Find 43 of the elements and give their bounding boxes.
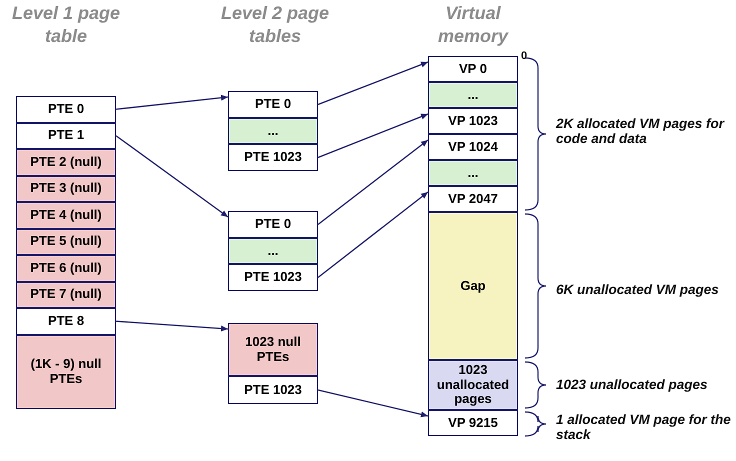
page-table-entry: PTE 1023 (228, 264, 318, 291)
page-table-entry: PTE 0 (228, 91, 318, 118)
page-table-entry: PTE 4 (null) (16, 202, 116, 228)
page-table-entry: ... (228, 118, 318, 144)
page-table-entry: PTE 7 (null) (16, 282, 116, 308)
brace-label: 1023 unallocated pages (556, 377, 709, 392)
page-table-entry: 1023 null PTEs (228, 323, 318, 376)
page-table-entry: ... (228, 238, 318, 264)
virtual-page: VP 1024 (428, 134, 518, 160)
virtual-page: VP 9215 (428, 410, 518, 436)
page-table-entry: PTE 1 (16, 122, 116, 149)
column-heading: Virtual memory (436, 2, 510, 48)
brace-label: 1 allocated VM page for the stack (556, 412, 732, 442)
virtual-page: VP 0 (428, 56, 518, 82)
arrow (116, 320, 228, 332)
column-heading: Level 2 page tables (220, 2, 330, 48)
gap-region: Gap (428, 212, 518, 360)
arrow (318, 113, 428, 158)
arrow (318, 139, 428, 226)
page-table-entry: PTE 3 (null) (16, 176, 116, 202)
column-heading: Level 1 page table (10, 2, 122, 48)
page-table-entry: PTE 6 (null) (16, 255, 116, 282)
arrow (318, 191, 428, 278)
address-label: 0 (521, 50, 528, 62)
arrow (116, 135, 228, 218)
virtual-page: VP 1023 (428, 108, 518, 134)
page-table-entry: PTE 5 (null) (16, 228, 116, 255)
page-table-entry: PTE 8 (16, 308, 116, 334)
virtual-page: 1023 unallocated pages (428, 360, 518, 410)
page-table-entry: PTE 1023 (228, 144, 318, 171)
page-table-entry: PTE 1023 (228, 376, 318, 404)
brace-label: 2K allocated VM pages for code and data (556, 116, 726, 146)
arrow (318, 389, 428, 418)
virtual-page: ... (428, 82, 518, 108)
page-table-entry: PTE 2 (null) (16, 149, 116, 176)
arrow (116, 94, 228, 110)
page-table-entry: PTE 0 (16, 96, 116, 122)
virtual-page: VP 2047 (428, 186, 518, 212)
page-table-entry: PTE 0 (228, 211, 318, 238)
arrow (318, 61, 428, 106)
brace-label: 6K unallocated VM pages (556, 282, 720, 297)
page-table-entry: (1K - 9) null PTEs (16, 334, 116, 408)
virtual-page: ... (428, 160, 518, 186)
